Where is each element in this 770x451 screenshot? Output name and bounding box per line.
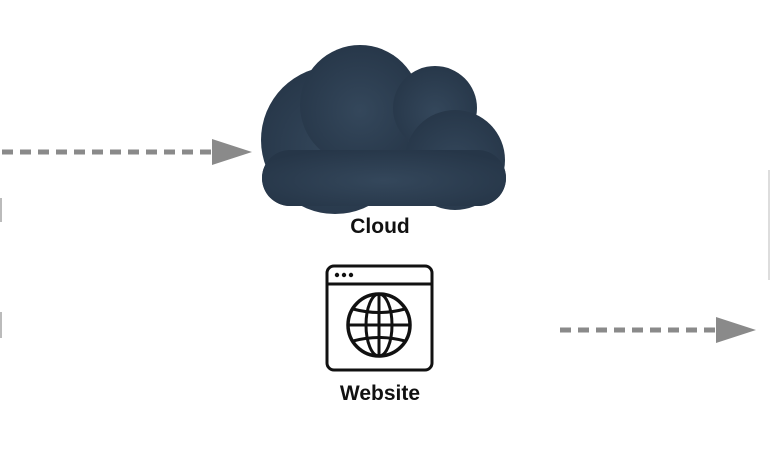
cloud-icon — [261, 45, 506, 214]
website-globe-icon — [325, 264, 434, 372]
website-label: Website — [339, 382, 421, 405]
arrow-from-website — [560, 317, 756, 343]
cloud-label: Cloud — [350, 215, 410, 238]
arrow-into-cloud — [2, 139, 252, 165]
